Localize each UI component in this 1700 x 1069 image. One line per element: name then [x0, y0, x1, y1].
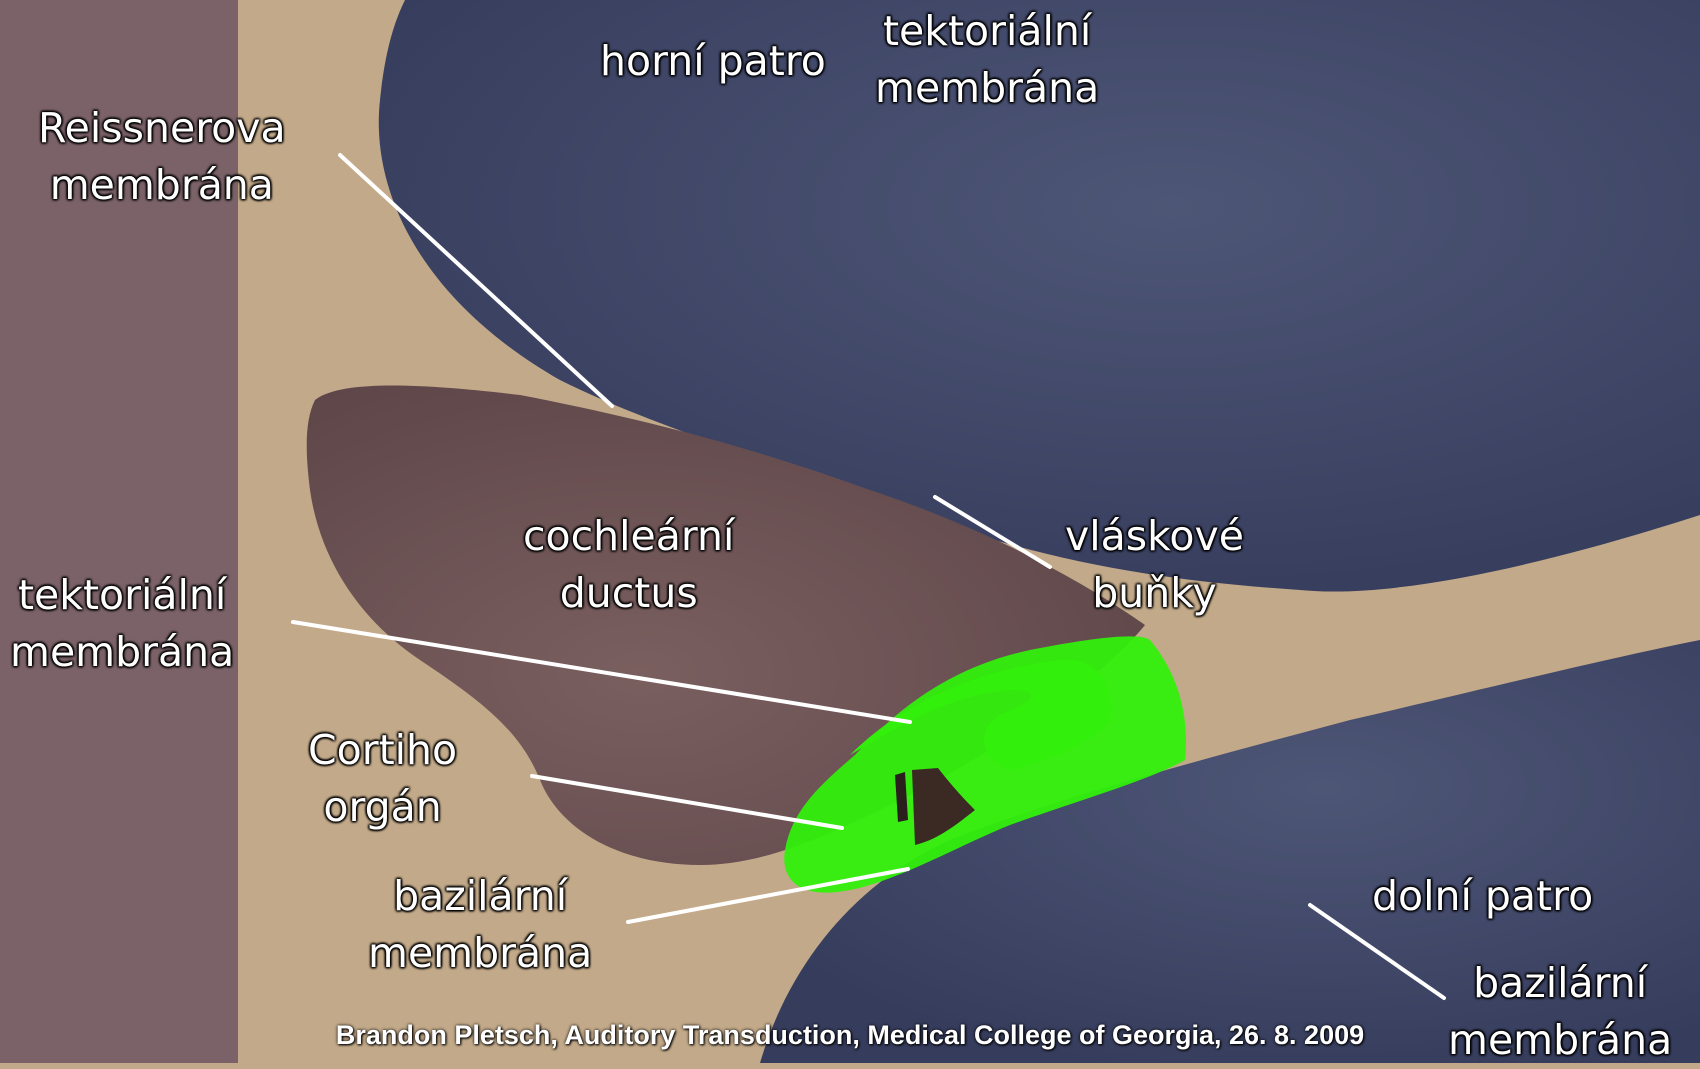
- label-cortiho-organ: Cortiho orgán: [308, 722, 457, 836]
- label-tektorialni-left: tektoriální membrána: [10, 567, 234, 681]
- label-bazilarni-center: bazilární membrána: [368, 868, 592, 982]
- label-reissnerova: Reissnerova membrána: [38, 100, 286, 214]
- label-bazilarni-right: bazilární membrána: [1448, 955, 1672, 1069]
- credit-line: Brandon Pletsch, Auditory Transduction, …: [0, 1020, 1700, 1051]
- label-tektorialni-top: tektoriální membrána: [875, 3, 1099, 117]
- label-dolni-patro: dolní patro: [1372, 868, 1593, 925]
- label-horni-patro: horní patro: [600, 33, 826, 90]
- label-cochlearni-ductus: cochleární ductus: [523, 508, 734, 622]
- label-vlaskove-bunky: vláskové buňky: [1065, 508, 1244, 622]
